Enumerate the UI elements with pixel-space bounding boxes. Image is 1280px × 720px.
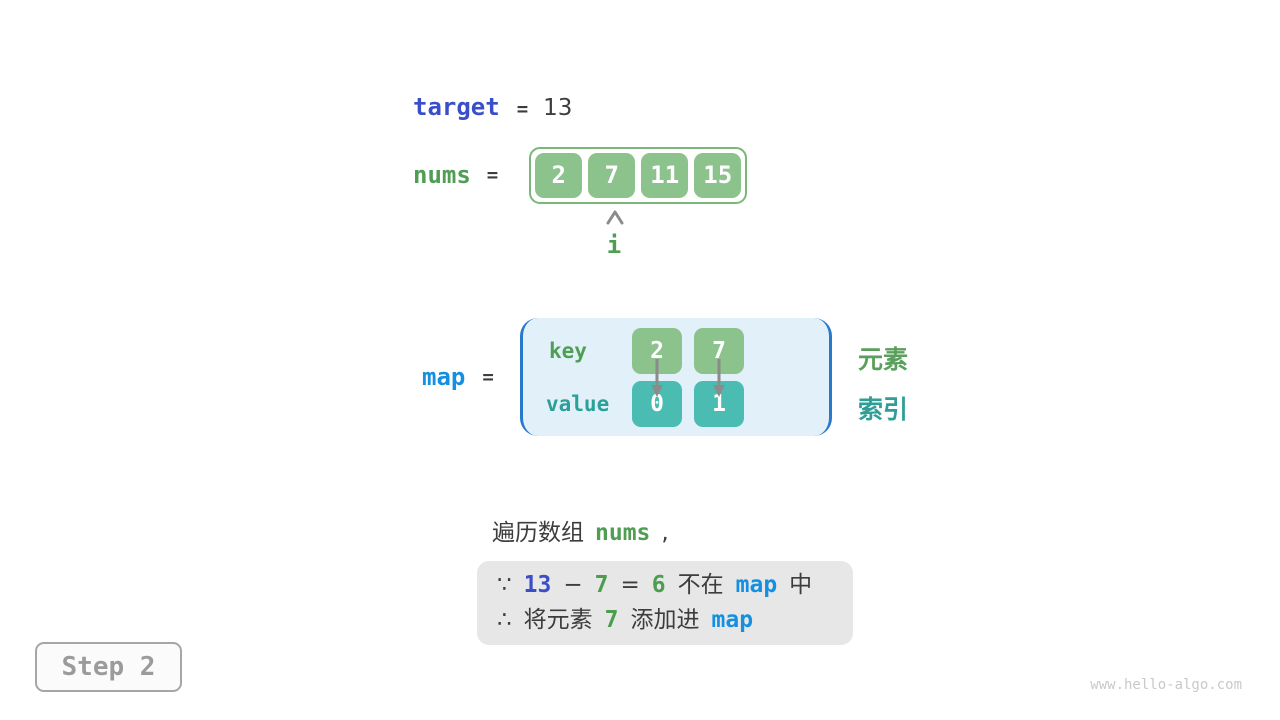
note-difference-value: 6	[651, 572, 666, 599]
index-pointer-caret-icon	[606, 210, 624, 225]
index-side-label: 索引	[858, 395, 909, 424]
nums-array-cell: 11	[641, 152, 689, 198]
nums-array-cell: 15	[694, 152, 742, 198]
minus-sign: −	[563, 572, 583, 599]
caption-row: 遍历数组 nums ,	[492, 513, 669, 547]
map-container: key value 2 7 0 1	[520, 318, 832, 436]
add-prefix-text: 将元素	[523, 606, 593, 633]
note-equals-sign: =	[620, 572, 640, 599]
nums-array-cell: 7	[588, 152, 636, 198]
target-variable-label: target	[413, 93, 500, 121]
target-equals-sign: =	[516, 98, 529, 120]
map-value-cell: 0	[632, 381, 682, 427]
note-added-value: 7	[604, 606, 619, 633]
nums-array-cell: 2	[535, 152, 583, 198]
note-map-ref: map	[735, 572, 778, 599]
note-line-1: ∵ 13 − 7 = 6 不在 map 中	[497, 569, 833, 602]
note-map-ref: map	[711, 606, 754, 633]
caption-nums-ref: nums	[595, 520, 651, 546]
map-value-row-label: value	[546, 392, 610, 416]
nums-row: nums = 2 7 11 15	[413, 146, 748, 204]
nums-equals-sign: =	[486, 164, 499, 186]
because-symbol: ∵	[497, 572, 512, 599]
target-value: 13	[543, 95, 573, 121]
nums-array-container: 2 7 11 15	[529, 146, 748, 204]
map-value-cell: 1	[694, 381, 744, 427]
caption-prefix: 遍历数组	[492, 520, 584, 546]
element-side-label: 元素	[858, 345, 909, 374]
reasoning-note-box: ∵ 13 − 7 = 6 不在 map 中 ∴ 将元素 7 添加进 map	[477, 561, 853, 645]
not-in-text: 不在	[677, 572, 724, 599]
watermark: www.hello-algo.com	[1090, 677, 1242, 693]
map-key-row-label: key	[549, 339, 587, 363]
step-badge: Step 2	[35, 642, 182, 692]
nums-variable-label: nums	[413, 161, 471, 189]
in-text: 中	[789, 572, 813, 599]
map-variable-label: map	[422, 363, 466, 391]
note-target-value: 13	[523, 572, 552, 599]
note-current-value: 7	[594, 572, 609, 599]
key-to-value-arrow-icon	[651, 359, 663, 397]
caption-comma: ,	[661, 520, 669, 546]
key-to-value-arrow-icon	[713, 359, 725, 397]
map-label-row: map =	[422, 318, 494, 436]
index-pointer-label: i	[606, 231, 622, 259]
therefore-symbol: ∴	[497, 606, 512, 633]
add-suffix-text: 添加进	[630, 606, 700, 633]
note-line-2: ∴ 将元素 7 添加进 map	[497, 604, 833, 637]
target-row: target = 13	[413, 93, 572, 121]
map-equals-sign: =	[482, 366, 494, 388]
